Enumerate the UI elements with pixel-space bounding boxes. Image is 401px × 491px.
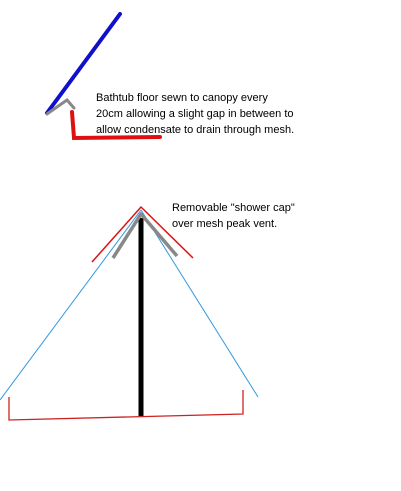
shower-cap-annotation: Removable "shower cap" over mesh peak ve… — [172, 200, 295, 232]
mesh-gap-segment — [45, 97, 76, 116]
floor-seam-annotation: Bathtub floor sewn to canopy every 20cm … — [96, 90, 294, 138]
cap-note-line-1: Removable "shower cap" — [172, 202, 295, 214]
shower-cap-cover — [91, 206, 194, 263]
fly-left-line — [0, 209, 142, 401]
canopy-wall-line — [45, 12, 122, 115]
bathtub-floor-line — [70, 110, 162, 141]
floor-seam-detail — [45, 12, 162, 141]
mesh-peak-vent — [111, 212, 179, 259]
floor-note-line-3: allow condensate to drain through mesh. — [96, 124, 295, 136]
floor-note-line-1: Bathtub floor sewn to canopy every — [96, 92, 268, 104]
tent-cross-section — [0, 206, 259, 421]
floor-note-line-2: 20cm allowing a slight gap in between to — [96, 108, 294, 120]
bathtub-floor-outline — [8, 390, 244, 421]
fly-right-line — [140, 209, 259, 398]
cap-note-line-2: over mesh peak vent. — [172, 218, 278, 230]
